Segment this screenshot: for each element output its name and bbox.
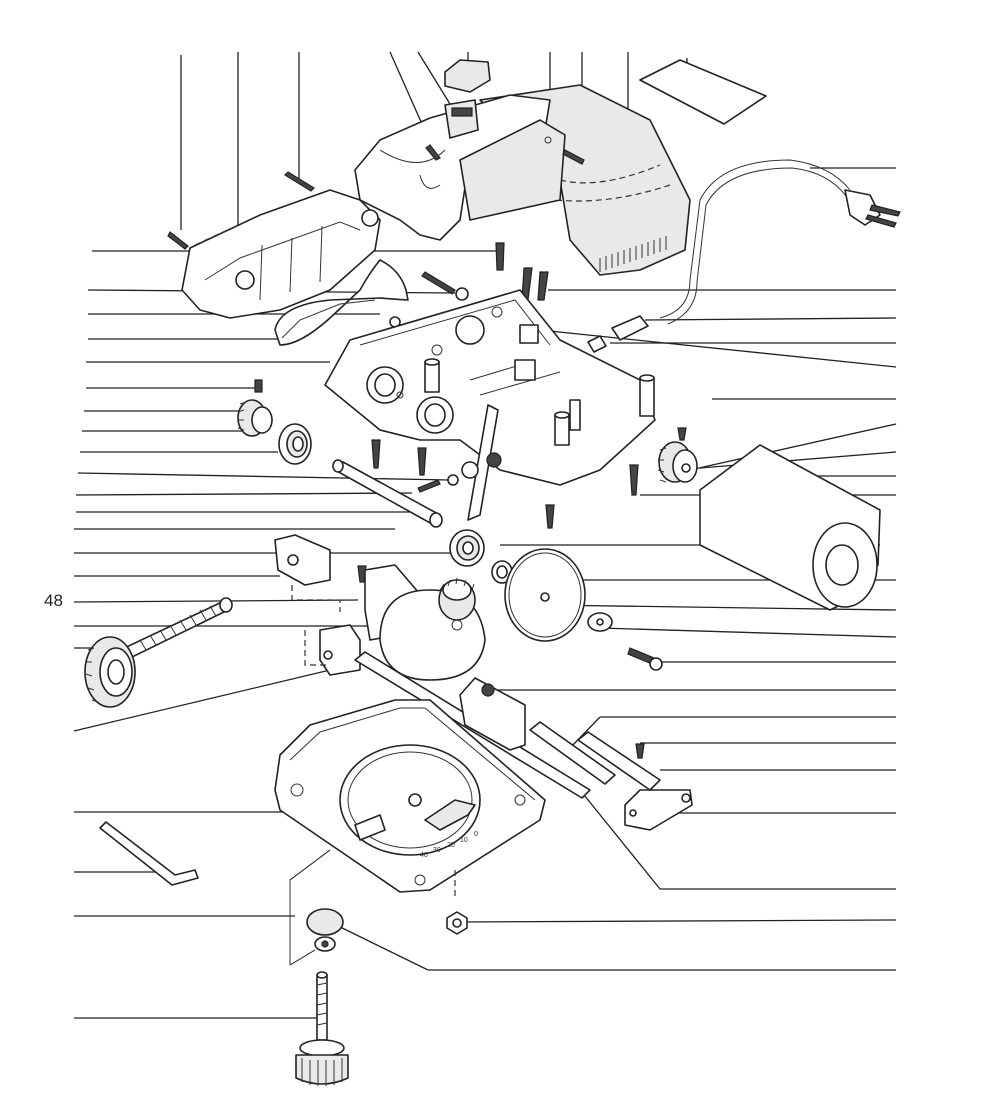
- flange-washer: [587, 612, 613, 632]
- handle-housing: [354, 94, 566, 241]
- feed-screw: [119, 597, 233, 661]
- turntable-gear: [379, 577, 486, 681]
- gear-small-left: [237, 379, 273, 437]
- scale-40: 40: [420, 852, 428, 859]
- drive-belt: [274, 259, 409, 346]
- scale-20: 20: [447, 842, 455, 849]
- clamp-washer: [306, 908, 344, 952]
- clamp-screw: [316, 971, 328, 1041]
- callout-48-label: 48: [44, 591, 63, 610]
- screws-top: [167, 144, 585, 328]
- switch-cap: [444, 59, 491, 93]
- guide-bracket: [274, 534, 341, 612]
- left-guard-housing: [181, 189, 381, 319]
- clamp-arm: [289, 849, 331, 966]
- protractor-scale: 40 30 20 10 0: [420, 831, 478, 859]
- rail-bracket: [459, 677, 526, 751]
- motor: [699, 444, 881, 611]
- screws-mid: [371, 427, 687, 529]
- power-cord: [587, 159, 901, 353]
- end-stop-block: [624, 743, 693, 831]
- hex-wrench: [99, 821, 199, 886]
- lever-arm: [461, 404, 502, 521]
- ball-bearing-2: [449, 529, 485, 567]
- scale-0: 0: [474, 831, 478, 838]
- post-pins: [424, 358, 655, 446]
- blade-screw: [627, 647, 663, 671]
- clamp-knob: [295, 1039, 349, 1086]
- motor-pinion-gear: [657, 441, 698, 483]
- screw-48: [357, 565, 367, 583]
- saw-blade: [504, 548, 586, 642]
- label-plate: [639, 59, 767, 125]
- hex-nut: [446, 911, 468, 935]
- feed-knob: [84, 636, 136, 708]
- ball-bearing-1: [278, 423, 312, 465]
- base-table: 40 30 20 10 0: [274, 699, 546, 900]
- scale-30: 30: [433, 847, 441, 854]
- gearbox-frame: [324, 289, 656, 486]
- spindle-bushing: [366, 366, 454, 434]
- shaft-axle: [332, 459, 443, 528]
- scale-10: 10: [460, 837, 468, 844]
